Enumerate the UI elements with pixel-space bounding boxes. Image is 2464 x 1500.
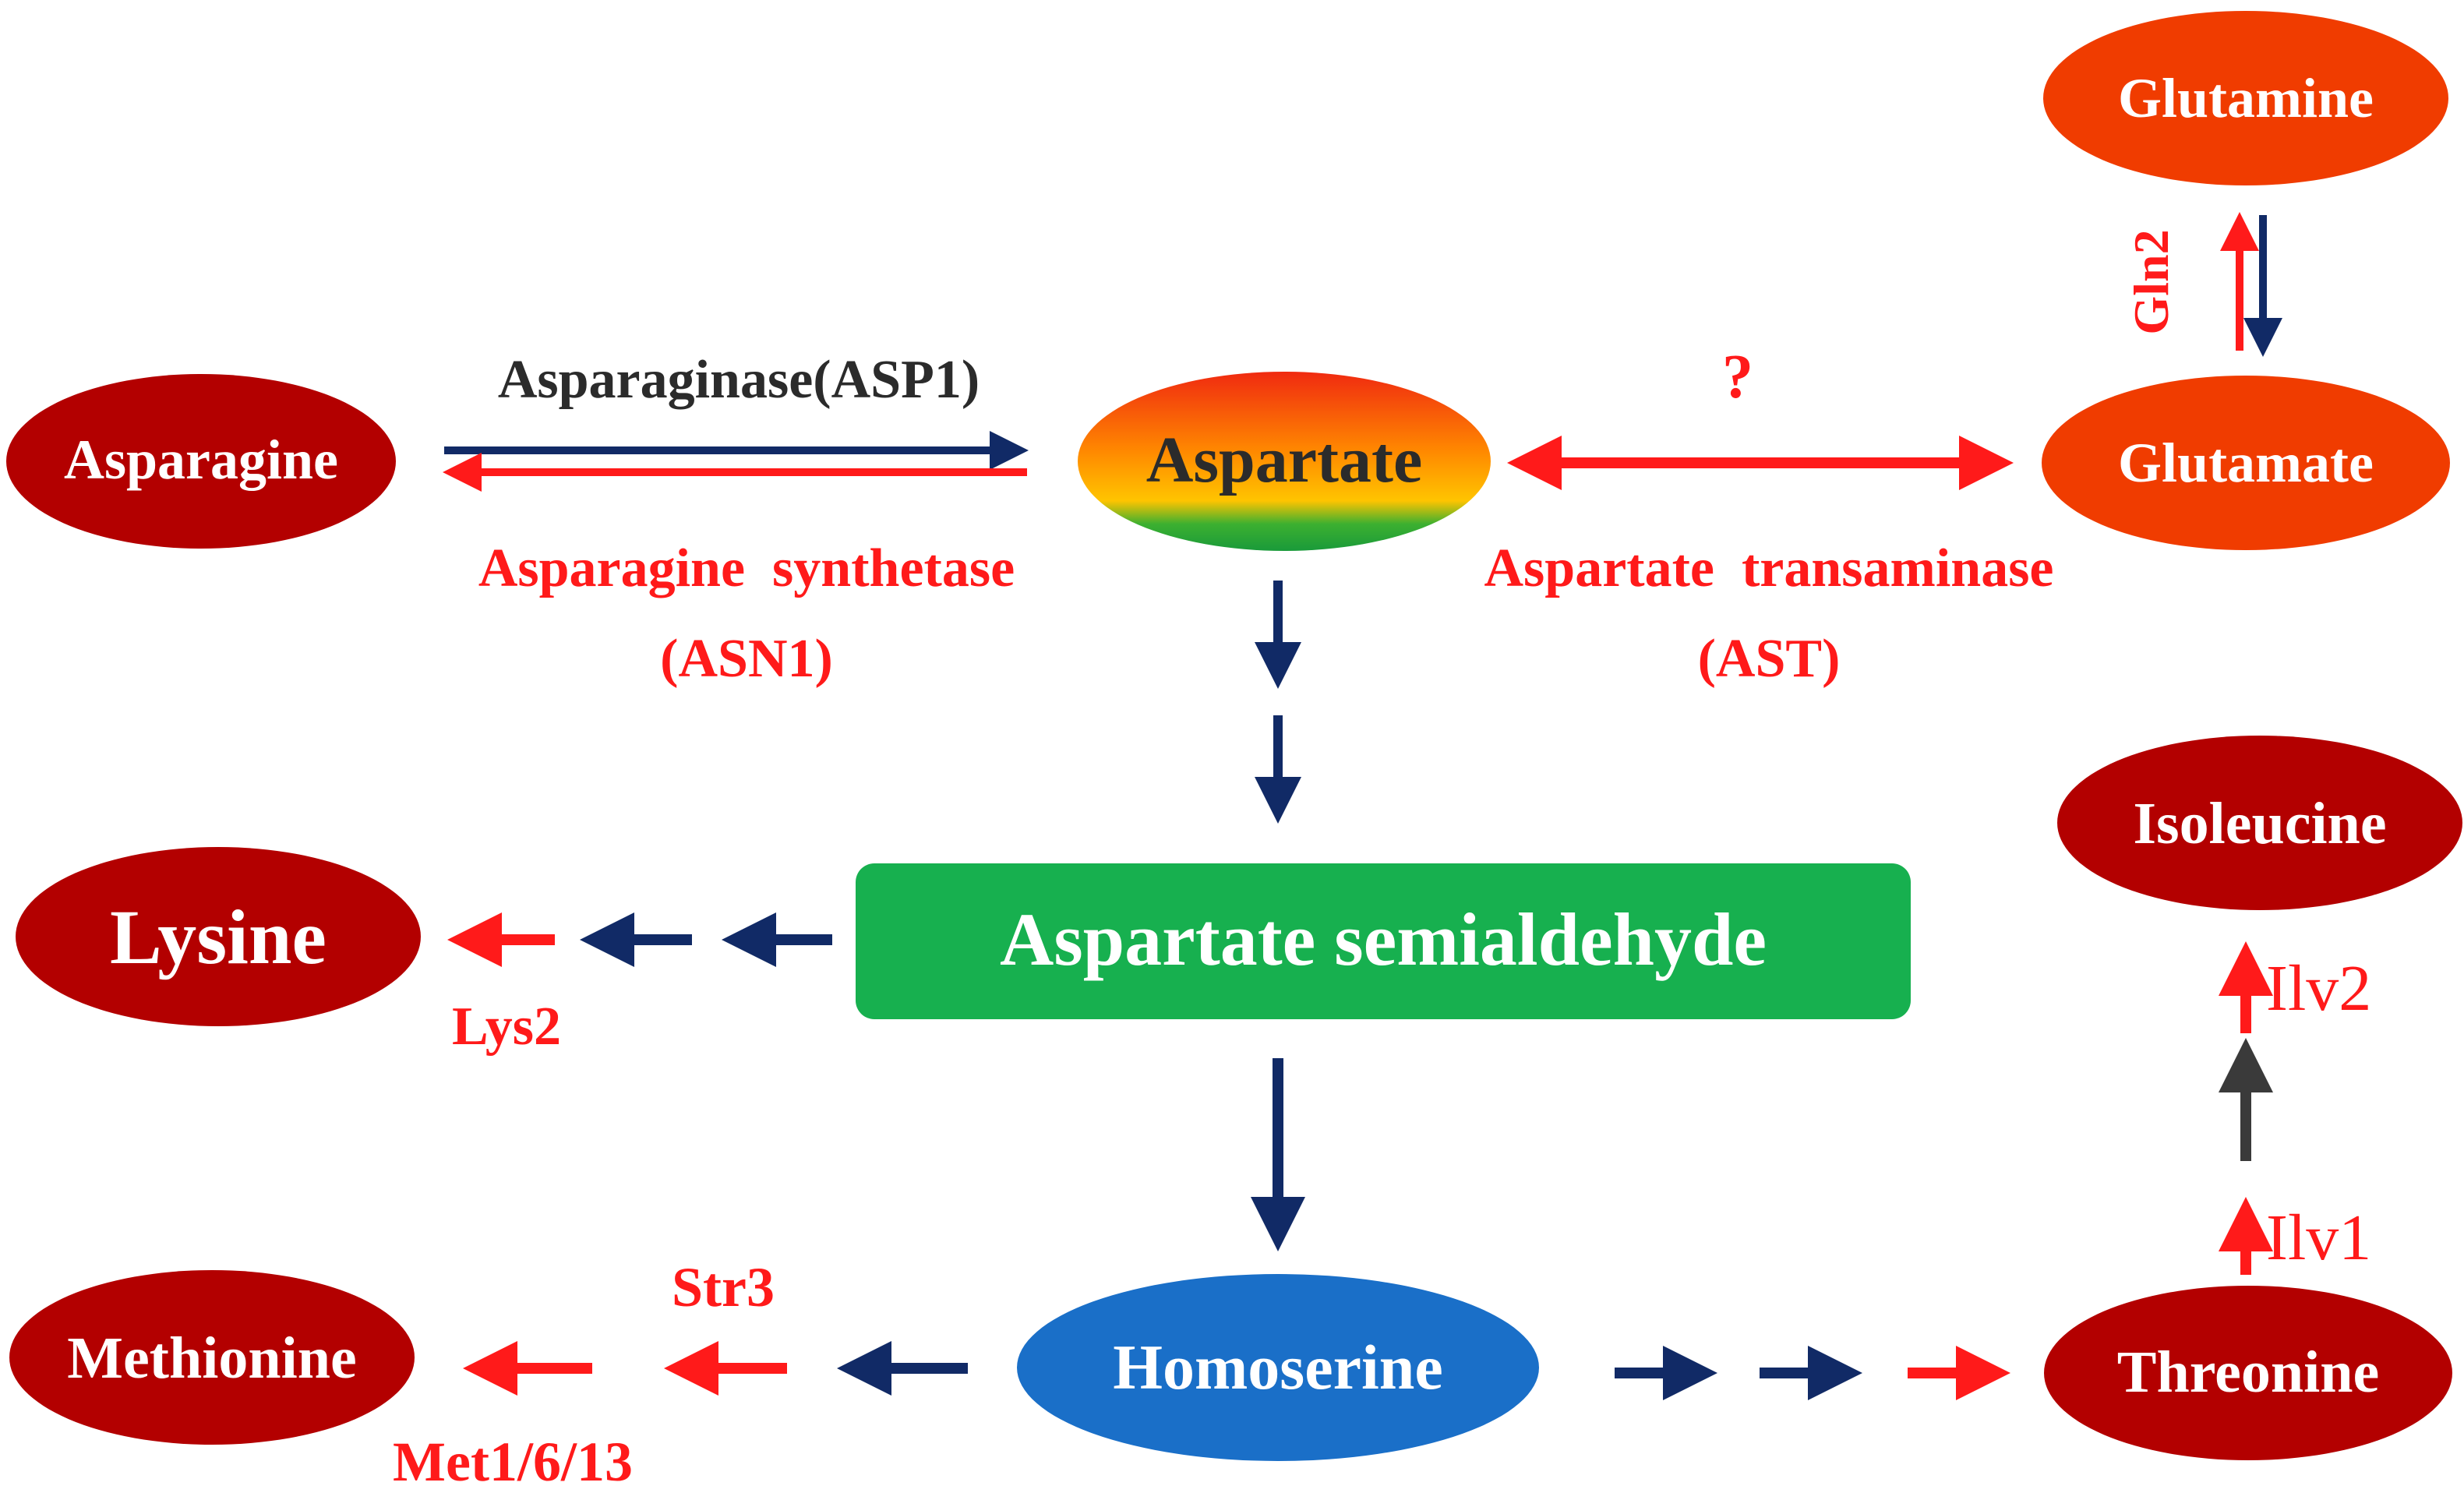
transaminase-label: Aspartate transaminase [1484,538,2053,598]
isoleucine-node: Isoleucine [2057,736,2462,910]
lys2-label: Lys2 [452,997,561,1057]
isoleucine-label: Isoleucine [2133,791,2386,856]
glutamine-node: Glutamine [2043,11,2448,185]
threonine-node: Threonine [2044,1286,2452,1460]
methionine-node: Methionine [9,1270,415,1445]
asn1-label: (ASN1) [660,629,833,689]
ilv1-label: Ilv1 [2266,1202,2371,1274]
ilv2-label: Ilv2 [2266,952,2371,1025]
homoserine-node: Homoserine [1017,1274,1539,1461]
met-label: Met1/6/13 [393,1431,633,1493]
aspartate-label: Aspartate [1146,424,1423,496]
unknown-enzyme-label: ? [1722,343,1753,411]
asparaginase-label: Asparaginase(ASP1) [498,350,980,410]
asparagine-node: Asparagine [6,374,396,549]
ast-label: (AST) [1698,629,1841,689]
lysine-label: Lysine [110,894,327,980]
glutamate-label: Glutamate [2118,432,2374,494]
homoserine-label: Homoserine [1113,1332,1443,1403]
gln2-label: Gln2 [2123,229,2179,334]
methionine-label: Methionine [67,1325,357,1391]
semialdehyde-node: Aspartate semialdehyde [856,863,1911,1019]
glutamine-label: Glutamine [2118,67,2374,129]
asparagine-label: Asparagine [64,429,338,491]
asn-synthetase-label: Asparagine synthetase [478,538,1015,598]
glutamate-node: Glutamate [2042,376,2450,550]
lysine-node: Lysine [16,847,421,1026]
semialdehyde-label: Aspartate semialdehyde [1000,898,1767,981]
str3-label: Str3 [672,1256,775,1318]
aspartate-node: Aspartate [1078,372,1491,551]
threonine-label: Threonine [2117,1339,2379,1405]
